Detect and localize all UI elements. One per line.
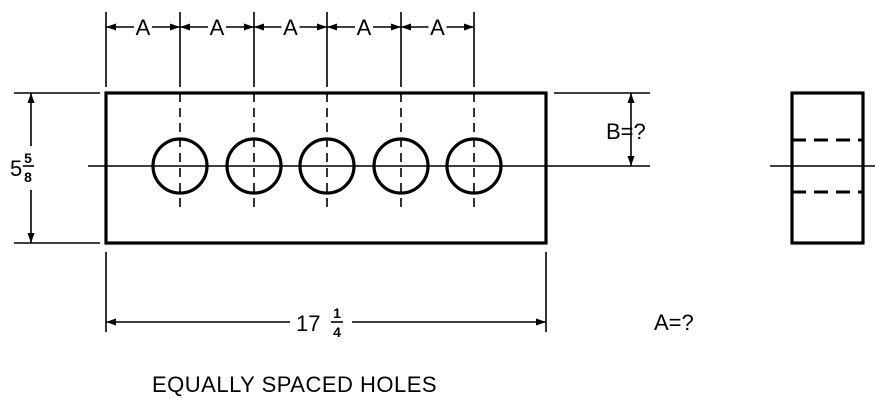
spacing-label: A <box>210 15 225 40</box>
offset-label: B=? <box>606 119 646 144</box>
front-view-outline <box>104 91 548 245</box>
height-dimension-numerator: 5 <box>24 150 32 166</box>
height-dimension-whole: 5 <box>10 156 22 181</box>
side-view-outline <box>790 91 865 245</box>
width-dimension-denominator: 4 <box>333 324 341 340</box>
hole-centerlines-group <box>179 93 475 210</box>
width-dimension-whole: 17 <box>296 311 320 336</box>
spacing-label: A <box>357 15 372 40</box>
spacing-question: A=? <box>654 310 694 335</box>
caption: EQUALLY SPACED HOLES <box>152 372 437 397</box>
spacing-label: A <box>430 15 445 40</box>
height-dimension-denominator: 8 <box>24 169 32 185</box>
spacing-label: A <box>283 15 298 40</box>
width-dimension-numerator: 1 <box>333 305 341 321</box>
spacing-label: A <box>136 15 151 40</box>
